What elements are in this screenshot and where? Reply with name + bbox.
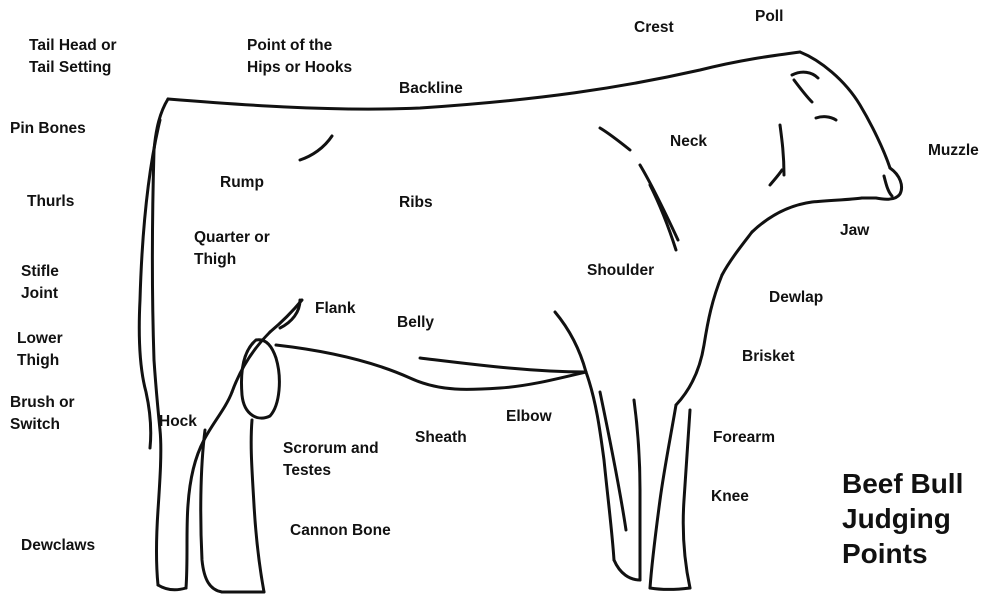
label-text: Ribs <box>399 192 433 214</box>
label-text: Rump <box>220 172 264 194</box>
label-text: Lower <box>17 328 63 350</box>
label-text: Testes <box>283 460 379 482</box>
label-text: Muzzle <box>928 140 979 162</box>
label-shoulder: Shoulder <box>587 260 654 282</box>
label-neck: Neck <box>670 131 707 153</box>
label-text: Flank <box>315 298 355 320</box>
label-brisket: Brisket <box>742 346 795 368</box>
label-text: Scrorum and <box>283 438 379 460</box>
label-hips: Point of the Hips or Hooks <box>247 35 352 79</box>
label-text: Brisket <box>742 346 795 368</box>
label-text: Tail Setting <box>29 57 117 79</box>
label-forearm: Forearm <box>713 427 775 449</box>
label-rump: Rump <box>220 172 264 194</box>
label-hock: Hock <box>159 411 197 433</box>
label-poll: Poll <box>755 6 783 28</box>
label-text: Jaw <box>840 220 869 242</box>
title-line: Judging <box>842 501 963 536</box>
label-stifle: Stifle Joint <box>21 261 59 305</box>
label-text: Elbow <box>506 406 552 428</box>
label-ribs: Ribs <box>399 192 433 214</box>
label-belly: Belly <box>397 312 434 334</box>
label-sheath: Sheath <box>415 427 467 449</box>
label-text: Hips or Hooks <box>247 57 352 79</box>
label-elbow: Elbow <box>506 406 552 428</box>
label-text: Forearm <box>713 427 775 449</box>
label-text: Sheath <box>415 427 467 449</box>
label-quarter: Quarter or Thigh <box>194 227 270 271</box>
label-text: Cannon Bone <box>290 520 391 542</box>
label-thurls: Thurls <box>27 191 74 213</box>
label-text: Thigh <box>17 350 63 372</box>
label-flank: Flank <box>315 298 355 320</box>
label-text: Knee <box>711 486 749 508</box>
label-text: Shoulder <box>587 260 654 282</box>
label-muzzle: Muzzle <box>928 140 979 162</box>
label-text: Joint <box>21 283 59 305</box>
label-text: Belly <box>397 312 434 334</box>
label-text: Brush or <box>10 392 75 414</box>
title-line: Beef Bull <box>842 466 963 501</box>
label-text: Stifle <box>21 261 59 283</box>
label-text: Thurls <box>27 191 74 213</box>
label-jaw: Jaw <box>840 220 869 242</box>
label-text: Point of the <box>247 35 352 57</box>
label-brush: Brush or Switch <box>10 392 75 436</box>
label-cannon-bone: Cannon Bone <box>290 520 391 542</box>
label-text: Switch <box>10 414 75 436</box>
label-text: Dewclaws <box>21 535 95 557</box>
label-pin-bones: Pin Bones <box>10 118 86 140</box>
label-backline: Backline <box>399 78 463 100</box>
label-text: Tail Head or <box>29 35 117 57</box>
label-text: Crest <box>634 17 674 39</box>
label-dewclaws: Dewclaws <box>21 535 95 557</box>
label-text: Quarter or <box>194 227 270 249</box>
label-crest: Crest <box>634 17 674 39</box>
label-lower-thigh: Lower Thigh <box>17 328 63 372</box>
label-dewlap: Dewlap <box>769 287 823 309</box>
diagram-title: Beef Bull Judging Points <box>842 466 963 571</box>
label-knee: Knee <box>711 486 749 508</box>
label-tail-head: Tail Head or Tail Setting <box>29 35 117 79</box>
label-scrotum: Scrorum and Testes <box>283 438 379 482</box>
label-text: Poll <box>755 6 783 28</box>
label-text: Neck <box>670 131 707 153</box>
label-text: Backline <box>399 78 463 100</box>
label-text: Thigh <box>194 249 270 271</box>
label-text: Pin Bones <box>10 118 86 140</box>
label-text: Hock <box>159 411 197 433</box>
label-text: Dewlap <box>769 287 823 309</box>
title-line: Points <box>842 536 963 571</box>
